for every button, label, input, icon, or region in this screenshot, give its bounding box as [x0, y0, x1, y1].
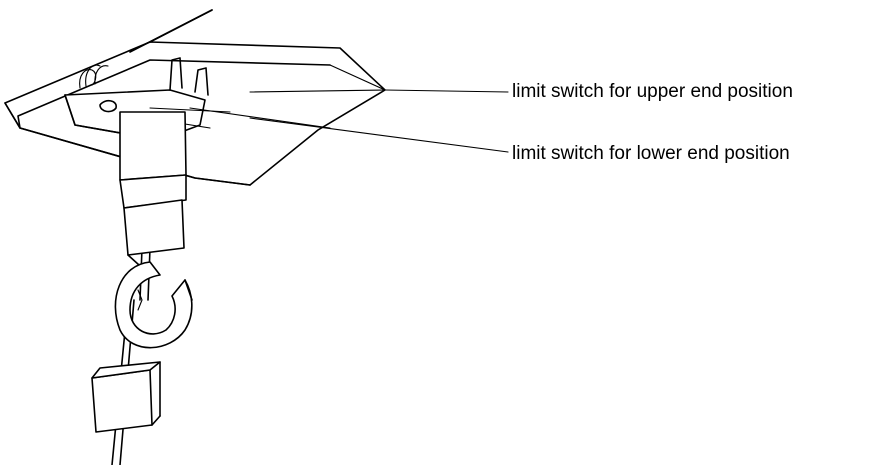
leader-line-lower	[249, 117, 509, 153]
label-lower-limit-switch: limit switch for lower end position	[512, 143, 790, 164]
hook	[114, 261, 193, 349]
bottom-chain-guide	[91, 361, 161, 433]
leader-line-upper	[384, 89, 509, 93]
leader-line-upper-2	[249, 89, 386, 93]
label-upper-limit-switch: limit switch for upper end position	[512, 81, 793, 102]
leader-lines	[189, 89, 509, 153]
power-cable	[79, 64, 109, 89]
hook-block	[119, 111, 187, 276]
